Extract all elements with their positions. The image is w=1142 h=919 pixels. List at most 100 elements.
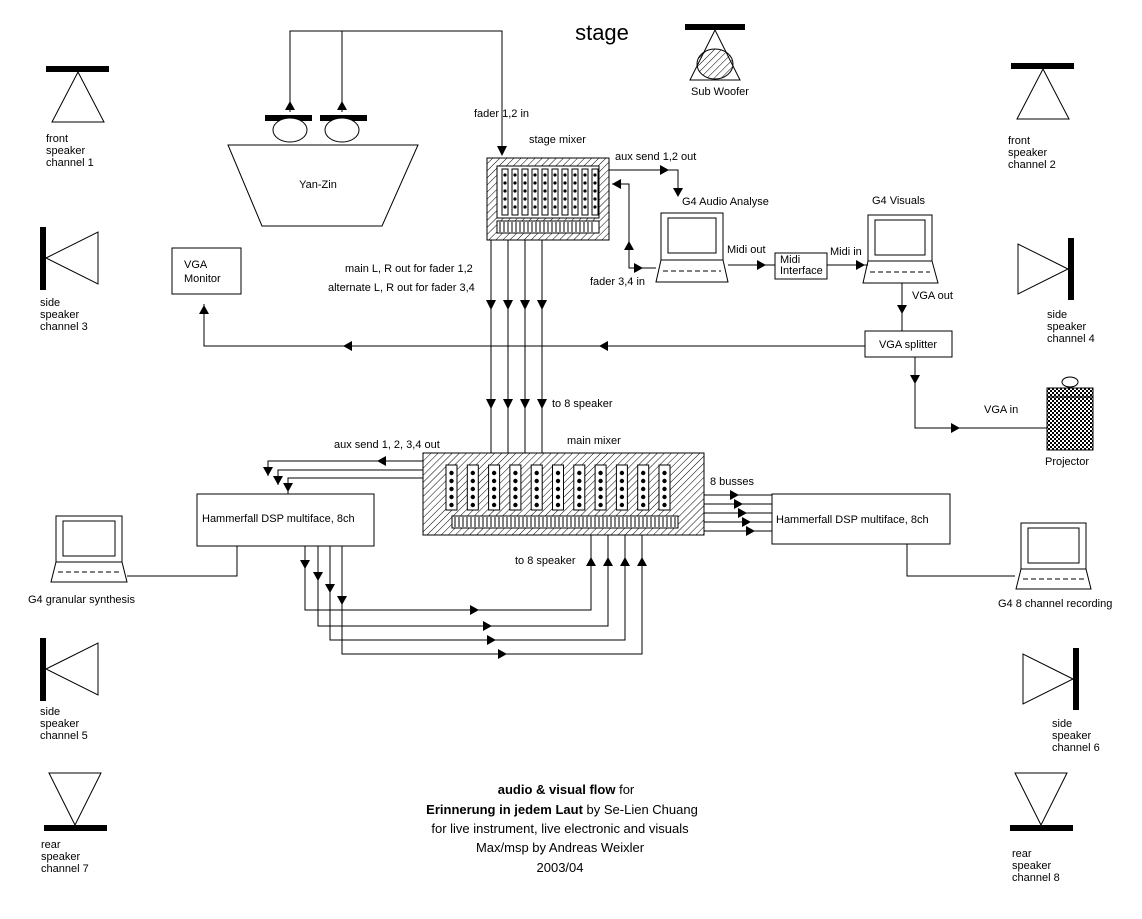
knob	[543, 173, 547, 177]
hammerfall-right-label: Hammerfall DSP multiface, 8ch	[776, 514, 929, 526]
arrow-down	[520, 300, 530, 310]
vga-monitor-connection	[199, 304, 865, 351]
knob	[533, 205, 537, 209]
knob	[543, 197, 547, 201]
projector: Projector	[1045, 376, 1094, 468]
speaker-label: side	[40, 297, 60, 309]
speaker-label: channel 5	[40, 730, 88, 742]
knob	[662, 494, 667, 500]
stage-mixer: stage mixer	[486, 134, 610, 241]
caption-line-3: for live instrument, live electronic and…	[431, 821, 689, 836]
knob	[491, 470, 497, 476]
stage-to-main-lines: main L, R out for fader 1,2 alternate L,…	[328, 240, 613, 453]
g4-recording-label: G4 8 channel recording	[998, 598, 1112, 610]
midi-connection: Midi out Midi Interface Midi in	[727, 244, 868, 280]
knob	[555, 486, 561, 492]
knob	[513, 181, 517, 185]
sub-woofer-label: Sub Woofer	[691, 86, 749, 98]
midi-interface-label: Interface	[780, 265, 823, 277]
knob	[491, 494, 497, 500]
speaker-label: channel 7	[41, 863, 89, 875]
knob	[555, 478, 561, 484]
mic-cable: fader 1,2 in	[285, 30, 529, 156]
arrow-right	[483, 621, 492, 631]
speaker-label: speaker	[41, 851, 80, 863]
knob	[543, 189, 547, 193]
knob	[513, 189, 517, 193]
speaker-label: side	[1047, 309, 1067, 321]
knob	[577, 494, 582, 500]
vga-splitter-label: VGA splitter	[879, 339, 937, 351]
knob	[470, 494, 475, 500]
yan-zin-label: Yan-Zin	[299, 179, 337, 191]
caption-line-1: audio & visual flow for	[498, 782, 635, 797]
knob	[641, 494, 646, 500]
knob	[563, 189, 567, 193]
knob	[573, 197, 577, 201]
knob	[470, 478, 475, 484]
arrow-up	[586, 557, 596, 566]
knob	[641, 502, 646, 508]
speaker-label: side	[40, 706, 60, 718]
arrow-down	[486, 300, 496, 310]
knob	[619, 478, 625, 484]
knob	[523, 173, 527, 177]
knob	[553, 173, 557, 177]
knob	[534, 486, 539, 492]
knob	[662, 470, 667, 476]
vga-monitor: VGA Monitor	[171, 247, 242, 295]
knob	[553, 181, 557, 185]
speaker-label: speaker	[1012, 860, 1051, 872]
main-mixer: main mixer	[422, 435, 705, 536]
caption: audio & visual flow for Erinnerung in je…	[426, 782, 698, 875]
arrow-down	[503, 399, 513, 409]
knob	[513, 205, 517, 209]
knob	[583, 173, 587, 177]
knob	[503, 189, 507, 193]
arrow-right	[498, 649, 507, 659]
vga-monitor-label: Monitor	[184, 273, 221, 285]
caption-line-2: Erinnerung in jedem Laut by Se-Lien Chua…	[426, 802, 698, 817]
fader-12-in-label: fader 1,2 in	[474, 108, 529, 120]
g4-recording-computer: G4 8 channel recording	[998, 522, 1112, 610]
knob	[513, 197, 517, 201]
knob	[593, 205, 597, 209]
knob	[449, 502, 454, 508]
arrow-down	[300, 560, 310, 569]
speaker-label: rear	[41, 839, 61, 851]
knob	[641, 470, 646, 476]
speaker-label: channel 2	[1008, 159, 1056, 171]
knob	[619, 494, 625, 500]
knob	[491, 486, 497, 492]
arrow-down	[537, 399, 547, 409]
midi-out-label: Midi out	[727, 244, 766, 256]
speaker-label: channel 8	[1012, 872, 1060, 884]
g4-granular-label: G4 granular synthesis	[28, 594, 135, 606]
knob	[598, 470, 603, 476]
rear-speaker-channel-8: rear speaker channel 8	[1010, 772, 1073, 884]
g4-visuals-computer: G4 Visuals	[862, 195, 939, 284]
knob	[598, 478, 603, 484]
sub-woofer: Sub Woofer	[685, 24, 749, 98]
knob	[555, 470, 561, 476]
knob	[563, 173, 567, 177]
knob	[491, 478, 497, 484]
knob	[513, 470, 518, 476]
knob	[533, 197, 537, 201]
knob	[503, 173, 507, 177]
fader-34-in-label: fader 3,4 in	[590, 276, 645, 288]
hammerfall-left-label: Hammerfall DSP multiface, 8ch	[202, 513, 355, 525]
knob	[553, 205, 557, 209]
knob	[533, 181, 537, 185]
arrow-down	[503, 300, 513, 310]
g4-granular-computer: G4 granular synthesis	[28, 515, 238, 606]
knob	[662, 502, 667, 508]
front-speaker-channel-1: front speaker channel 1	[46, 66, 109, 169]
hammerfall-left: Hammerfall DSP multiface, 8ch	[196, 493, 375, 547]
knob	[534, 470, 539, 476]
knob	[553, 189, 557, 193]
speaker-label: speaker	[1052, 730, 1091, 742]
knob	[598, 494, 603, 500]
knob	[449, 486, 454, 492]
speaker-label: speaker	[46, 145, 85, 157]
